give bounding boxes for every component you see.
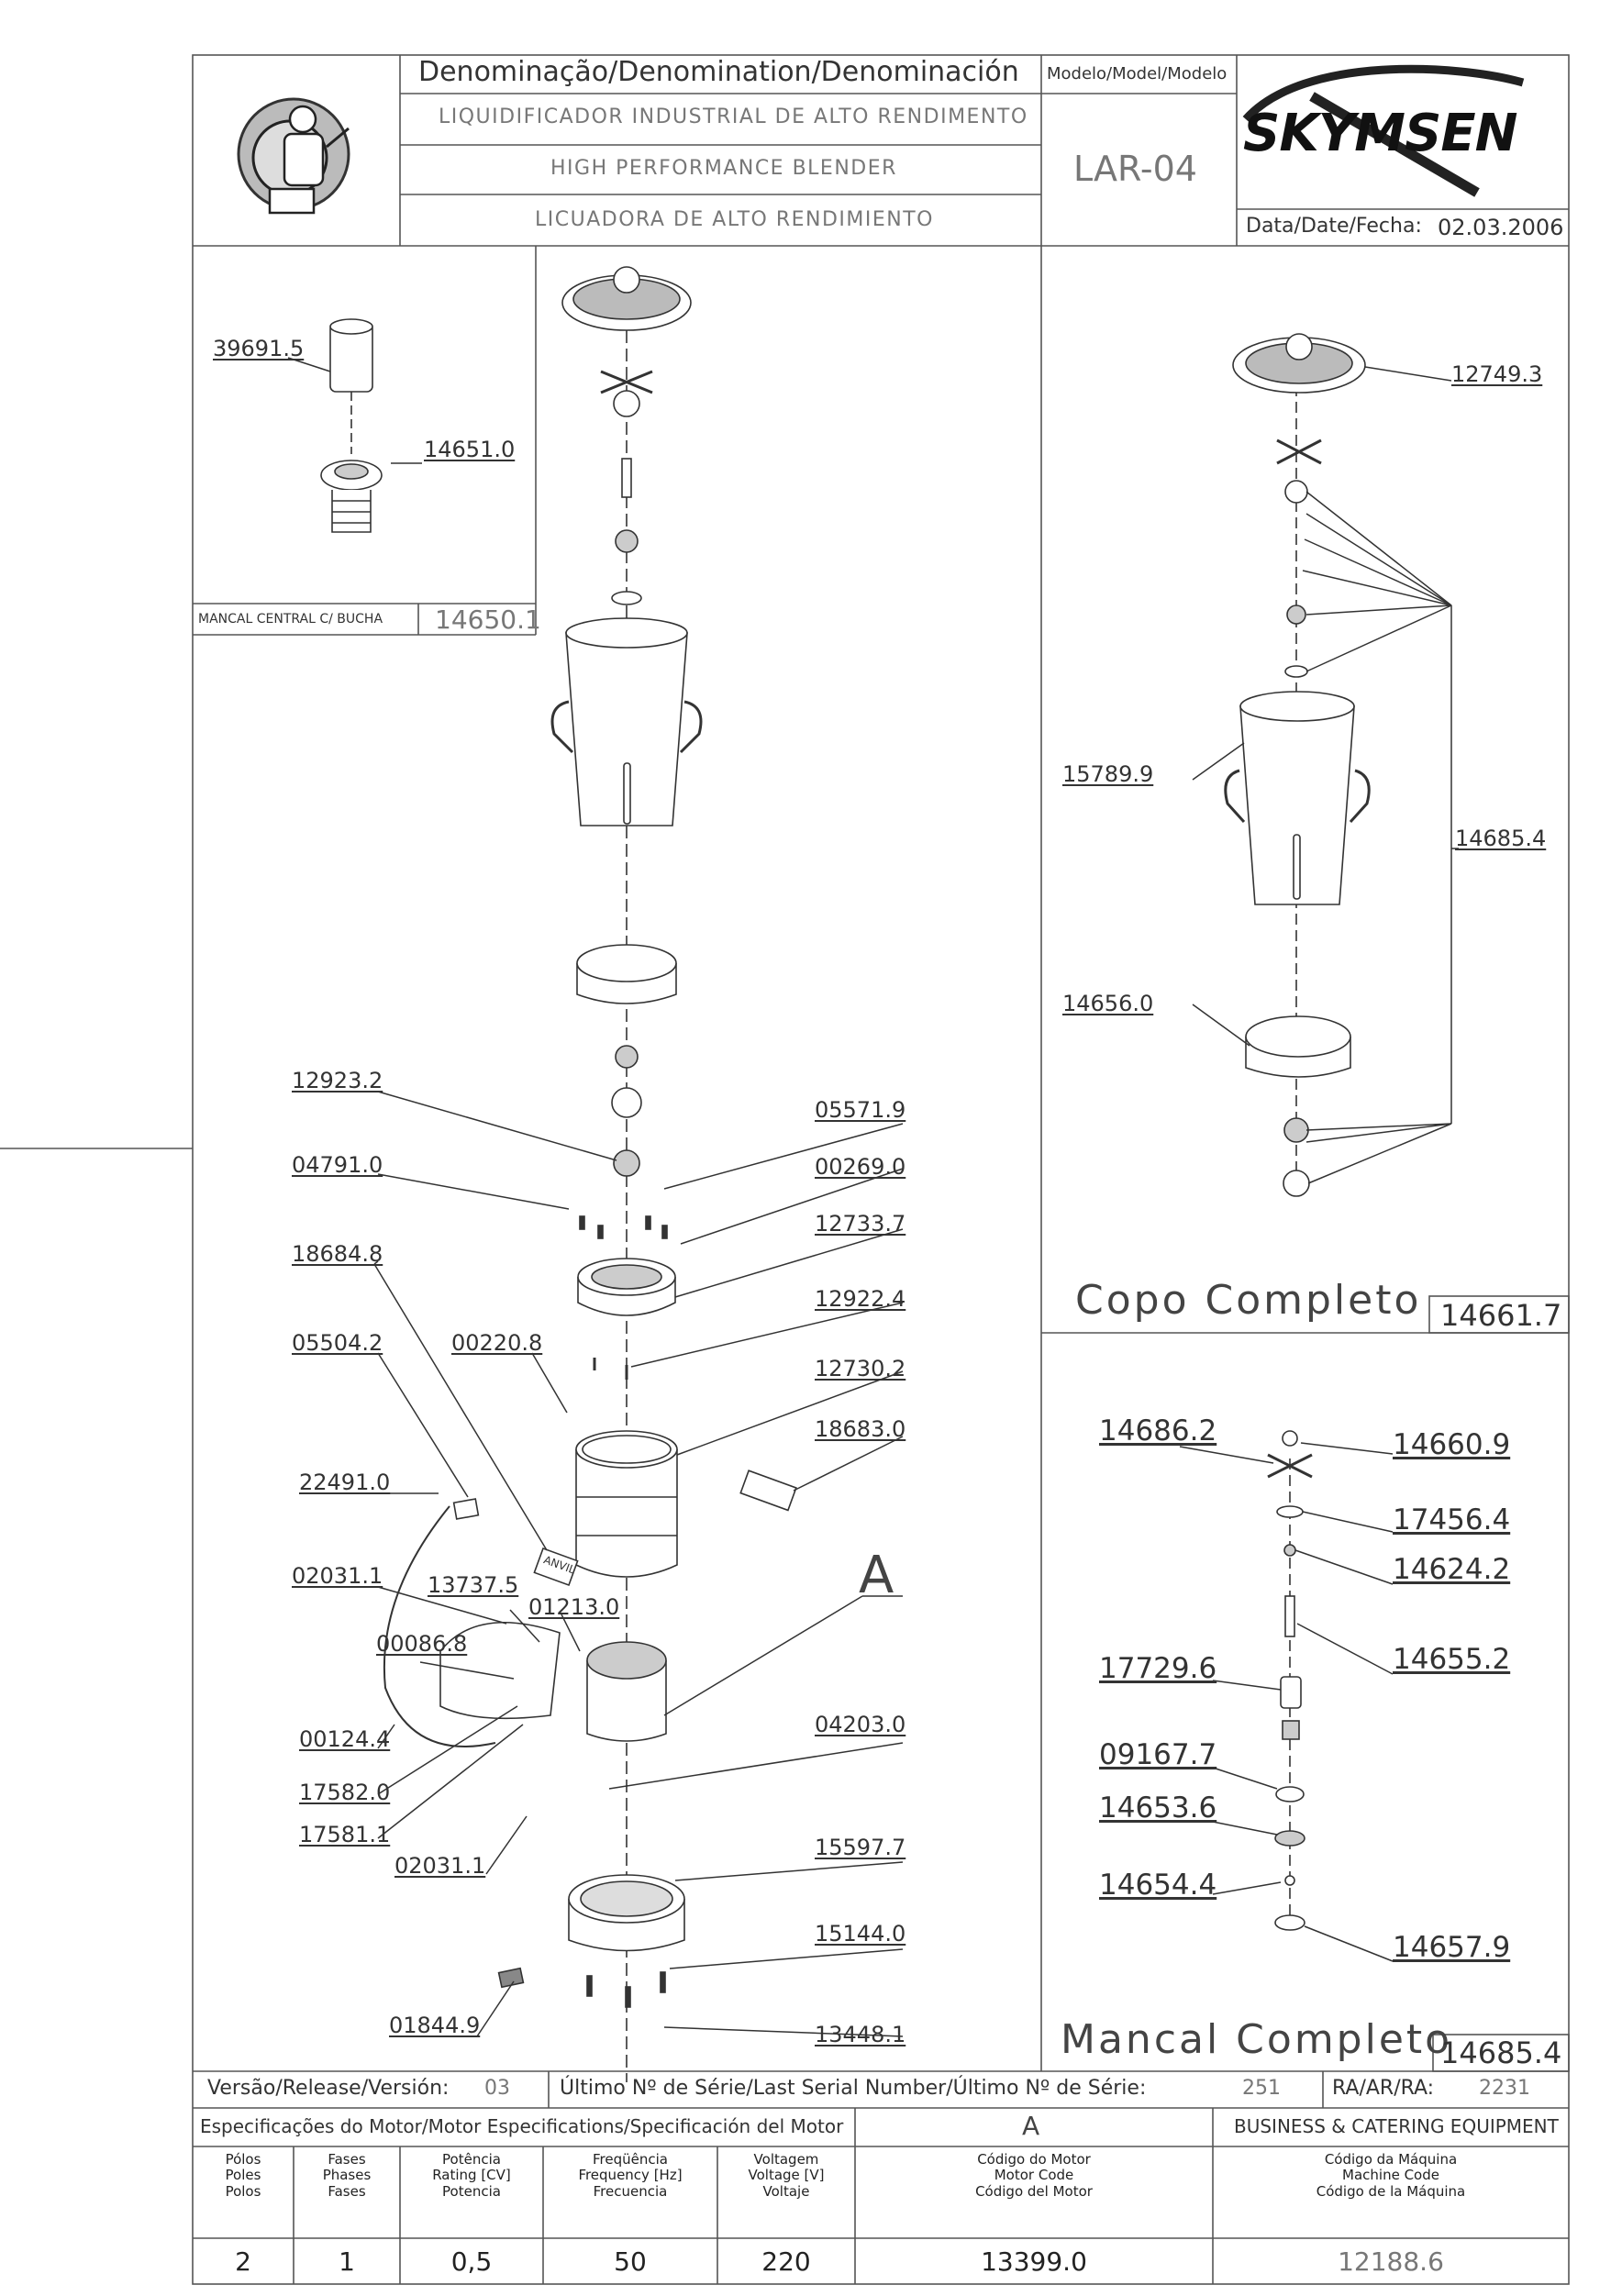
copo-completo-drawing (1192, 333, 1459, 1197)
part-label: 22491.0 (299, 1470, 391, 1495)
spec-header-phases: Fases Phases Fases (322, 2151, 372, 2200)
spec-value-motor-code: 13399.0 (981, 2246, 1087, 2277)
part-label: 12730.2 (815, 1356, 906, 1381)
spec-header-motor-code: Código do Motor Motor Code Código del Mo… (975, 2151, 1093, 2200)
part-label: 05571.9 (815, 1097, 906, 1123)
version-label: Versão/Release/Versión: (207, 2077, 450, 2100)
spec-header-frequency: Freqüência Frequency [Hz] Frecuencia (578, 2151, 683, 2200)
product-name-en: HIGH PERFORMANCE BLENDER (550, 157, 897, 180)
part-label: 18684.8 (292, 1241, 383, 1267)
motor-variant: A (1022, 2111, 1040, 2141)
part-label: 14685.4 (1455, 826, 1547, 851)
date-value: 02.03.2006 (1438, 215, 1564, 240)
copo-completo-title: Copo Completo (1075, 1277, 1422, 1324)
part-label: 14686.2 (1099, 1414, 1217, 1447)
part-label: 17456.4 (1393, 1503, 1511, 1536)
part-label: 00220.8 (451, 1330, 543, 1356)
part-label: 01844.9 (389, 2013, 481, 2038)
motor-spec-title: Especificações do Motor/Motor Especifica… (200, 2115, 844, 2137)
part-label: 09167.7 (1099, 1738, 1217, 1771)
spec-header-rating: Potência Rating [CV] Potencia (432, 2151, 511, 2200)
main-exploded-view (373, 266, 904, 2082)
callout-letter: A (859, 1546, 894, 1605)
brand-logo-text: SKYMSEN (1243, 104, 1517, 163)
product-name-pt: LIQUIDIFICADOR INDUSTRIAL DE ALTO RENDIM… (439, 105, 1028, 128)
part-label: 17581.1 (299, 1822, 391, 1847)
skymsen-logo (1242, 64, 1525, 197)
inset-code: 14650.1 (435, 605, 541, 635)
model-value: LAR-04 (1073, 149, 1197, 189)
part-label: 39691.5 (213, 336, 305, 361)
part-label: 14656.0 (1062, 991, 1154, 1016)
part-label: 14660.9 (1393, 1428, 1511, 1461)
spec-header-machine-code: Código da Máquina Machine Code Código de… (1316, 2151, 1466, 2200)
mancal-completo-code: 14685.4 (1440, 2035, 1562, 2070)
mancal-completo-title: Mancal Completo (1061, 2016, 1453, 2063)
part-label: 17582.0 (299, 1780, 391, 1805)
inset-title: MANCAL CENTRAL C/ BUCHA (198, 612, 383, 627)
part-label: 14653.6 (1099, 1791, 1217, 1825)
part-label: 02031.1 (292, 1563, 383, 1589)
part-label: 14655.2 (1393, 1643, 1511, 1676)
denomination-title: Denominação/Denomination/Denominación (418, 56, 1019, 88)
date-label: Data/Date/Fecha: (1246, 215, 1422, 238)
spec-value-machine-code: 12188.6 (1338, 2246, 1444, 2277)
authorized-service-seal (237, 97, 350, 215)
serial-label: Último Nº de Série/Last Serial Number/Úl… (560, 2077, 1147, 2100)
mancal-completo-drawing (1179, 1430, 1394, 1962)
part-label: 12923.2 (292, 1068, 383, 1093)
part-label: 05504.2 (292, 1330, 383, 1356)
product-name-es: LICUADORA DE ALTO RENDIMIENTO (535, 208, 934, 231)
part-label: 01213.0 (528, 1594, 620, 1620)
spec-header-poles: Pólos Poles Polos (225, 2151, 261, 2200)
part-label: 15597.7 (815, 1835, 906, 1860)
part-label: 17729.6 (1099, 1652, 1217, 1685)
ra-label: RA/AR/RA: (1332, 2077, 1435, 2100)
spec-value-voltage: 220 (761, 2246, 811, 2277)
part-label: 14624.2 (1393, 1553, 1511, 1586)
part-label: 15789.9 (1062, 761, 1154, 787)
part-label: 04791.0 (292, 1152, 383, 1178)
inset-bearing-drawing (287, 318, 422, 533)
part-label: 13448.1 (815, 2022, 906, 2047)
version-value: 03 (484, 2077, 510, 2100)
copo-completo-code: 14661.7 (1440, 1298, 1562, 1333)
model-title: Modelo/Model/Modelo (1047, 64, 1228, 83)
part-label: 15144.0 (815, 1921, 906, 1947)
part-label: 00086.8 (376, 1631, 468, 1657)
part-label: 14651.0 (424, 437, 516, 462)
serial-value: 251 (1242, 2077, 1281, 2100)
part-label: 04203.0 (815, 1712, 906, 1737)
part-label: 18683.0 (815, 1416, 906, 1442)
part-label: 12733.7 (815, 1211, 906, 1237)
part-label: 14654.4 (1099, 1869, 1217, 1902)
part-label: 12922.4 (815, 1286, 906, 1312)
part-label: 00269.0 (815, 1154, 906, 1180)
spec-value-poles: 2 (235, 2246, 251, 2277)
spec-header-voltage: Voltagem Voltage [V] Voltaje (748, 2151, 825, 2200)
part-label: 02031.1 (394, 1853, 486, 1879)
part-label: 12749.3 (1451, 361, 1543, 387)
part-label: 14657.9 (1393, 1931, 1511, 1964)
ra-value: 2231 (1479, 2077, 1530, 2100)
part-label: 13737.5 (428, 1572, 519, 1598)
spec-value-frequency: 50 (614, 2246, 647, 2277)
business-tag: BUSINESS & CATERING EQUIPMENT (1234, 2115, 1559, 2137)
spec-value-rating: 0,5 (450, 2246, 493, 2277)
spec-value-phases: 1 (339, 2246, 355, 2277)
part-label: 00124.4 (299, 1726, 391, 1752)
